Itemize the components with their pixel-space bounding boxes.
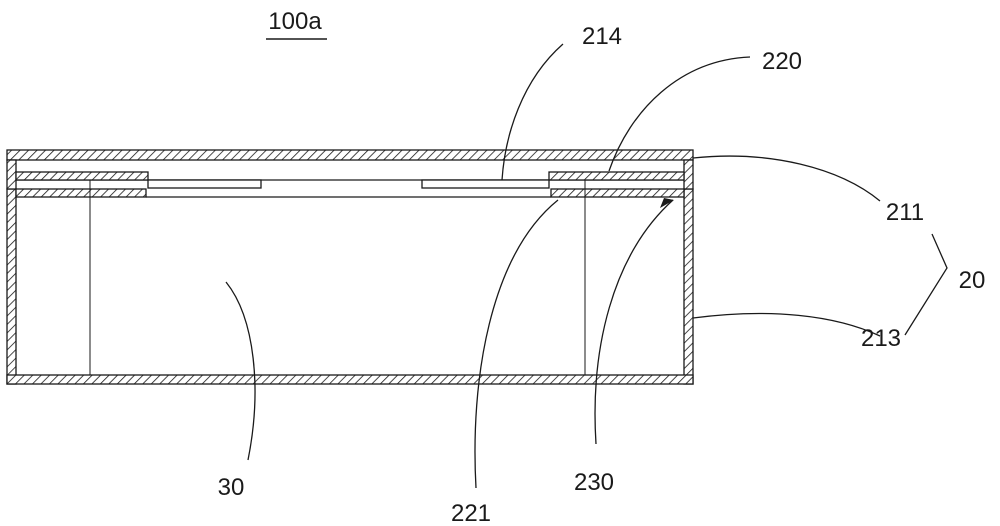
leader-221: [475, 200, 558, 488]
cover-plate-211: [7, 150, 693, 189]
leader-lines: [226, 44, 947, 488]
label-220: 220: [762, 48, 802, 75]
leader-30: [226, 282, 255, 460]
plate-214: [148, 180, 549, 188]
cavity-30: [90, 180, 585, 375]
leader-230: [595, 200, 673, 444]
leader-211: [693, 156, 880, 201]
label-214: 214: [582, 23, 622, 50]
substrate-221: [16, 189, 684, 197]
leader-213: [693, 314, 880, 336]
leader-20-bracket: [905, 234, 947, 335]
label-20: 20: [959, 267, 986, 294]
electrode-right: [549, 172, 684, 180]
housing-bottom-wall: [7, 375, 693, 384]
housing-213: [7, 189, 693, 384]
label-211: 211: [886, 199, 924, 226]
housing-left-wall: [7, 189, 16, 384]
label-30: 30: [218, 474, 245, 501]
label-230: 230: [574, 469, 614, 496]
plate-right: [422, 180, 549, 188]
substrate-right-hatched: [551, 189, 684, 197]
electrode-220: [16, 172, 684, 180]
label-213: 213: [861, 325, 901, 352]
housing-right-wall: [684, 189, 693, 384]
cover-right-edge: [684, 160, 693, 189]
cover-top-layer: [7, 150, 693, 160]
plate-left: [148, 180, 261, 188]
cover-left-edge: [7, 160, 16, 189]
label-221: 221: [451, 500, 491, 526]
electrode-left: [16, 172, 148, 180]
figure-label: 100a: [268, 8, 322, 35]
substrate-left-hatched: [16, 189, 146, 197]
